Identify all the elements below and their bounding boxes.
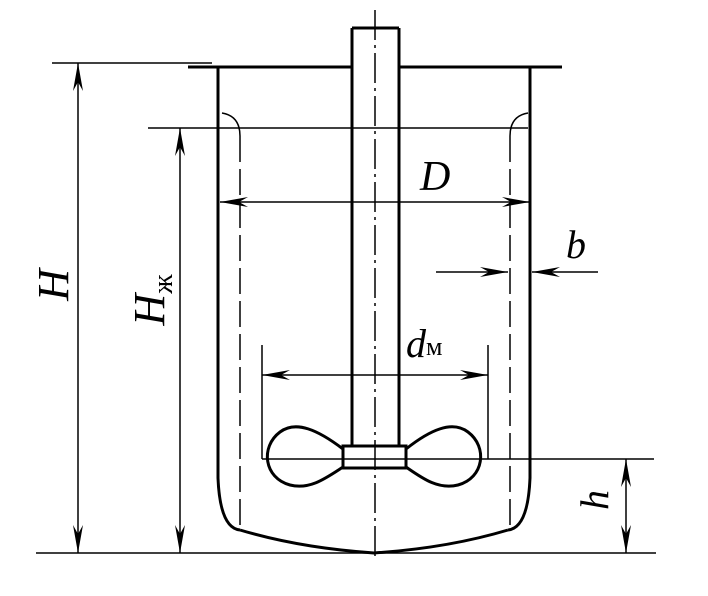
vessel-right-wall xyxy=(507,80,532,532)
label-H-liquid-subscript: ж xyxy=(148,274,179,295)
left-baffle-top xyxy=(221,112,241,137)
label-d-mixer-subscript: м xyxy=(426,332,442,361)
labels: H Hж D b dм h xyxy=(29,154,617,510)
label-H-liquid: Hж xyxy=(125,274,179,327)
vessel-left-wall xyxy=(216,80,241,532)
impeller xyxy=(265,425,483,488)
vessel xyxy=(188,65,562,555)
label-h: h xyxy=(572,490,617,510)
vessel-right-flange xyxy=(528,65,562,80)
label-H-liquid-main: H xyxy=(125,292,174,327)
baffles xyxy=(221,112,529,525)
dimension-lines xyxy=(73,63,631,553)
impeller-right-blade xyxy=(405,425,483,488)
extension-lines xyxy=(36,62,656,554)
label-H: H xyxy=(29,267,78,302)
label-b: b xyxy=(566,222,586,267)
vessel-bottom xyxy=(239,528,509,555)
impeller-hub xyxy=(341,444,408,470)
svg-text:Hж: Hж xyxy=(125,274,179,327)
label-D: D xyxy=(419,154,450,200)
right-baffle-top xyxy=(509,112,529,137)
label-d-mixer-main: d xyxy=(406,321,427,366)
vessel-left-flange xyxy=(188,65,220,80)
label-d-mixer: dм xyxy=(406,321,442,366)
impeller-left-blade xyxy=(265,425,344,488)
